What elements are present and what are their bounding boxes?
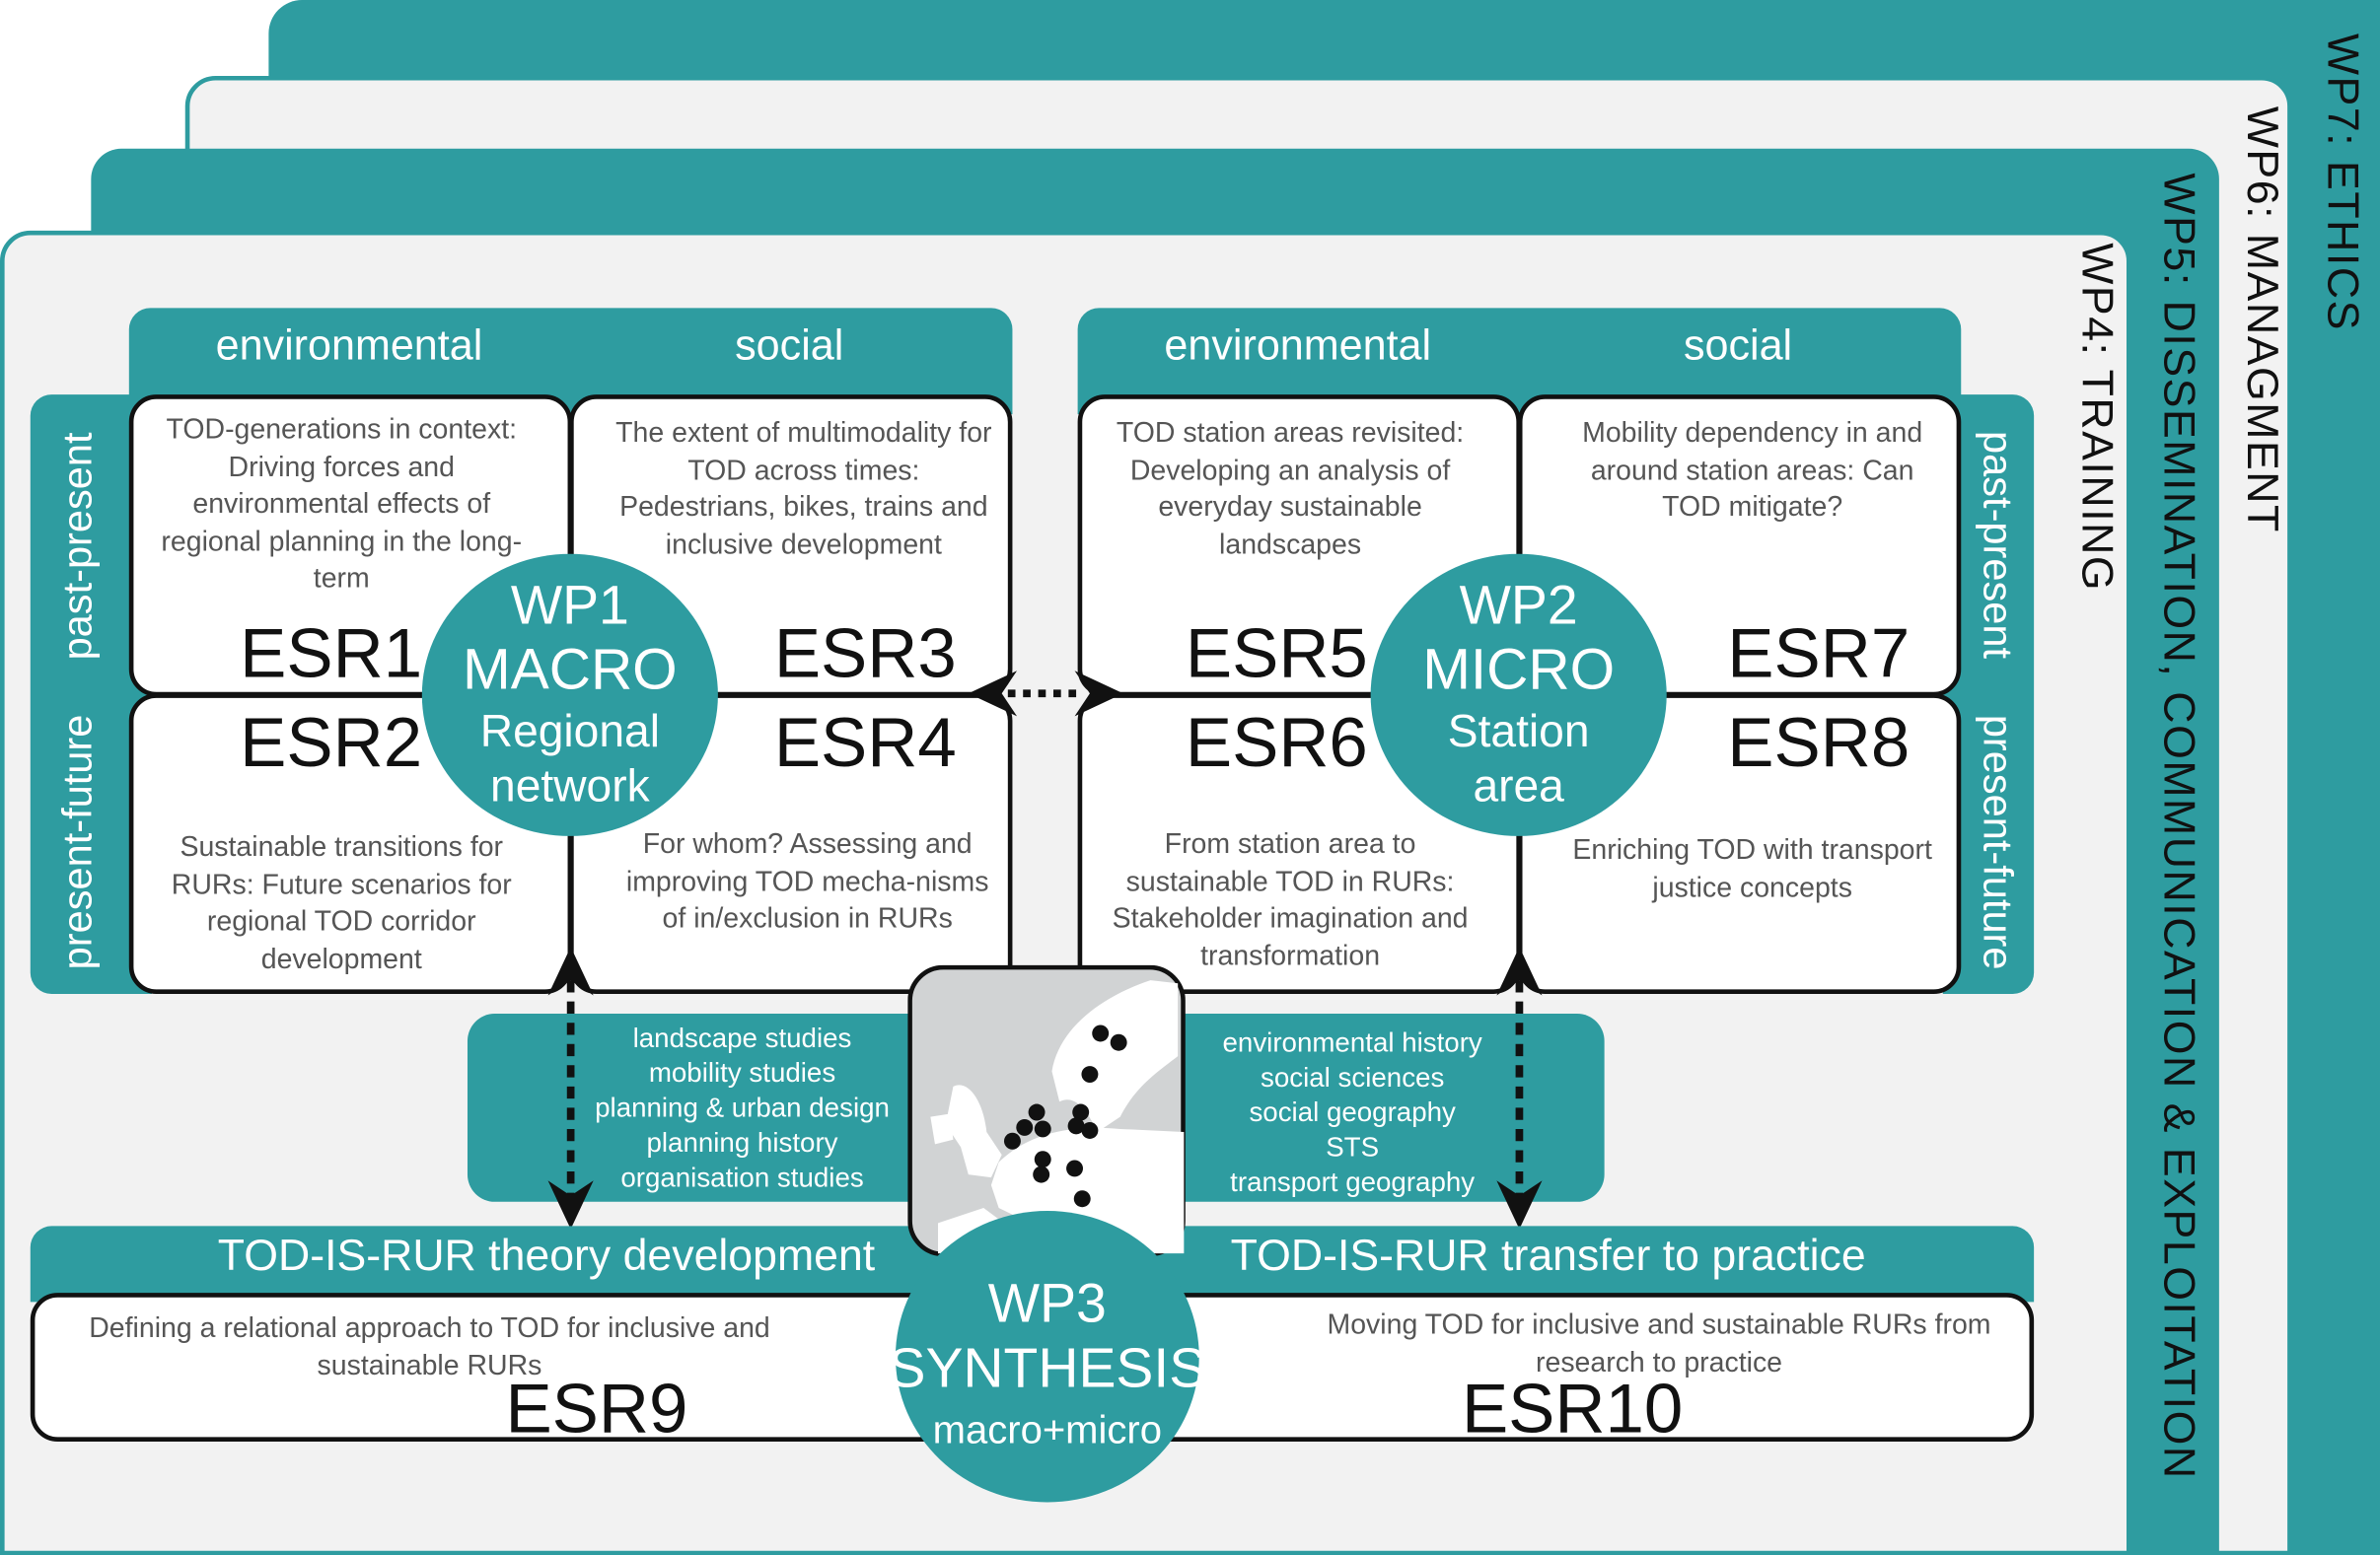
wp1-macro-circle: WP1 MACRO Regional network <box>421 553 718 836</box>
wp7-label: WP7: ETHICS <box>2317 33 2367 331</box>
esr6-label: ESR6 <box>1185 702 1368 782</box>
micro-synthesis-arrow <box>1496 947 1543 1230</box>
wp2-line3: Station <box>1447 707 1590 757</box>
esr4-label: ESR4 <box>773 702 957 782</box>
discipline: STS <box>1326 1132 1380 1163</box>
disciplines-right: environmental history social sciences so… <box>1187 1025 1517 1200</box>
discipline: planning history <box>646 1127 838 1159</box>
wp3-synthesis-circle: WP3 SYNTHESIS macro+micro <box>888 1211 1206 1503</box>
esr2-label: ESR2 <box>240 702 423 782</box>
wp2-line4: area <box>1473 761 1564 813</box>
esr7-label: ESR7 <box>1727 612 1911 692</box>
discipline: social sciences <box>1261 1062 1445 1094</box>
micro-header-environmental: environmental <box>1164 321 1432 369</box>
disciplines-left: landscape studies mobility studies plann… <box>577 1022 907 1196</box>
discipline: transport geography <box>1230 1166 1476 1198</box>
synthesis-left-header: TOD-IS-RUR theory development <box>217 1232 876 1281</box>
esr5-description: TOD station areas revisited: Developing … <box>1116 415 1465 560</box>
esr8-description: Enriching TOD with transport justice con… <box>1572 832 1932 902</box>
wp1-subtitle: MACRO <box>463 638 678 703</box>
wp3-title: WP3 <box>987 1271 1107 1334</box>
europe-map <box>907 964 1186 1257</box>
wp1-line3: Regional <box>479 707 660 757</box>
micro-row-past-present: past-present <box>1975 431 2021 660</box>
esr4-description: For whom? Assessing and improving TOD me… <box>625 826 989 934</box>
wp3-line3: macro+micro <box>932 1406 1163 1452</box>
esr5-cell: TOD station areas revisited: Developing … <box>1077 394 1521 697</box>
esr10-description: Moving TOD for inclusive and sustainable… <box>1327 1308 1991 1378</box>
esr7-cell: Mobility dependency in and around statio… <box>1517 394 1962 697</box>
synthesis-right-header: TOD-IS-RUR transfer to practice <box>1230 1232 1866 1281</box>
esr2-description: Sustainable transitions for RURs: Future… <box>171 829 512 974</box>
discipline: organisation studies <box>620 1162 864 1193</box>
wp5-label: WP5: DISSEMINATION, COMMUNICATION & EXPL… <box>2153 173 2202 1480</box>
wp2-title: WP2 <box>1459 573 1578 636</box>
esr1-description: TOD-generations in context: Driving forc… <box>161 412 523 594</box>
discipline: social geography <box>1249 1096 1456 1128</box>
discipline: planning & urban design <box>595 1093 890 1123</box>
micro-row-present-future: present-future <box>1975 714 2021 970</box>
wp4-label: WP4: TRAINING <box>2071 243 2121 593</box>
macro-micro-double-arrow <box>968 671 1123 717</box>
esr8-label: ESR8 <box>1727 702 1911 782</box>
wp2-micro-circle: WP2 MICRO Station area <box>1370 553 1667 836</box>
esr10-label: ESR10 <box>1461 1369 1684 1449</box>
esr3-label: ESR3 <box>773 612 957 692</box>
esr9-description: Defining a relational approach to TOD fo… <box>89 1310 770 1380</box>
partner-location-dots <box>1003 1025 1127 1208</box>
esr7-description: Mobility dependency in and around statio… <box>1582 415 1923 523</box>
esr1-label: ESR1 <box>240 612 423 692</box>
esr9-label: ESR9 <box>505 1369 688 1449</box>
macro-header-social: social <box>735 321 844 369</box>
esr8-cell: ESR8 Enriching TOD with transport justic… <box>1517 693 1962 994</box>
esr6-description: From station area to sustainable TOD in … <box>1112 826 1469 971</box>
macro-synthesis-arrow <box>547 947 594 1230</box>
macro-header-environmental: environmental <box>215 321 483 369</box>
wp2-subtitle: MICRO <box>1422 638 1616 703</box>
discipline: landscape studies <box>632 1023 852 1053</box>
macro-row-present-future: present-future <box>54 714 101 970</box>
wp3-subtitle: SYNTHESIS <box>888 1336 1207 1399</box>
wp6-label: WP6: MANAGMENT <box>2237 106 2286 533</box>
esr5-label: ESR5 <box>1185 612 1368 692</box>
discipline: mobility studies <box>648 1057 836 1089</box>
esr3-description: The extent of multimodality for TOD acro… <box>615 415 992 560</box>
wp1-title: WP1 <box>510 573 629 636</box>
micro-header-social: social <box>1683 321 1793 369</box>
discipline: environmental history <box>1222 1026 1482 1058</box>
macro-row-past-present: past-present <box>54 431 101 660</box>
wp1-line4: network <box>490 761 650 813</box>
